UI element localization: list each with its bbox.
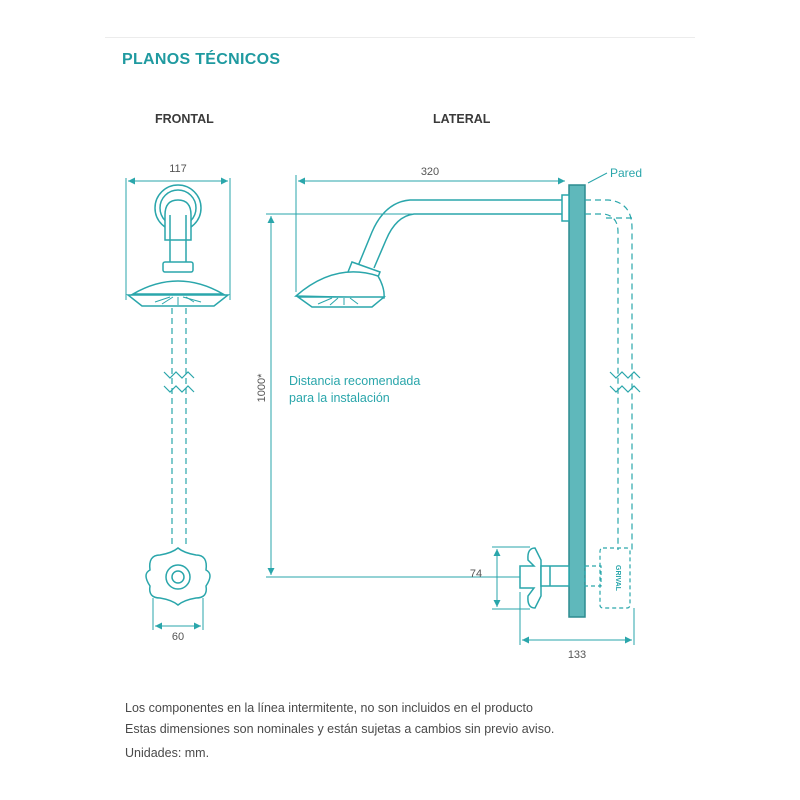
- front-view-label: FRONTAL: [155, 112, 214, 126]
- side-dashed-valve-body: [584, 547, 631, 609]
- valve-width-value: 60: [172, 631, 184, 643]
- front-valve-handle: [145, 547, 211, 606]
- side-shower-head: [294, 271, 385, 299]
- page-title: PLANOS TÉCNICOS: [122, 51, 281, 68]
- recommended-distance-line2: para la instalación: [289, 391, 390, 405]
- wall: [568, 184, 586, 618]
- height-value: 1000*: [256, 373, 268, 402]
- side-break-mark: [609, 371, 641, 379]
- notes: Los componentes en la línea intermitente…: [125, 698, 554, 764]
- wall-depth-value: 133: [568, 649, 586, 661]
- top-divider: [105, 37, 695, 38]
- front-view: [125, 177, 231, 630]
- shower-arm: [357, 199, 562, 267]
- front-width-value: 117: [169, 163, 187, 175]
- arm-length-value: 320: [421, 166, 439, 178]
- recommended-distance-line1: Distancia recomendada: [289, 374, 420, 388]
- front-break-mark: [163, 371, 195, 379]
- brand-label: GRIVAL: [614, 565, 621, 592]
- side-flange: [561, 194, 570, 222]
- valve-offset-value: 74: [470, 568, 482, 580]
- wall-pointer: [587, 172, 608, 184]
- front-shower-head: [130, 280, 226, 295]
- note-units: Unidades: mm.: [125, 746, 210, 760]
- side-valve-handle: [519, 547, 570, 609]
- front-head-neck: [162, 261, 194, 273]
- front-dashed-pipe: [171, 308, 187, 545]
- note-nominal-dimensions: Estas dimensiones son nominales y están …: [125, 722, 555, 736]
- note-dashed-components: Los componentes en la línea intermitente…: [125, 701, 533, 715]
- side-dashed-pipe: [585, 199, 634, 550]
- wall-label: Pared: [610, 166, 642, 180]
- side-view-label: LATERAL: [433, 112, 491, 126]
- side-view: [266, 172, 641, 645]
